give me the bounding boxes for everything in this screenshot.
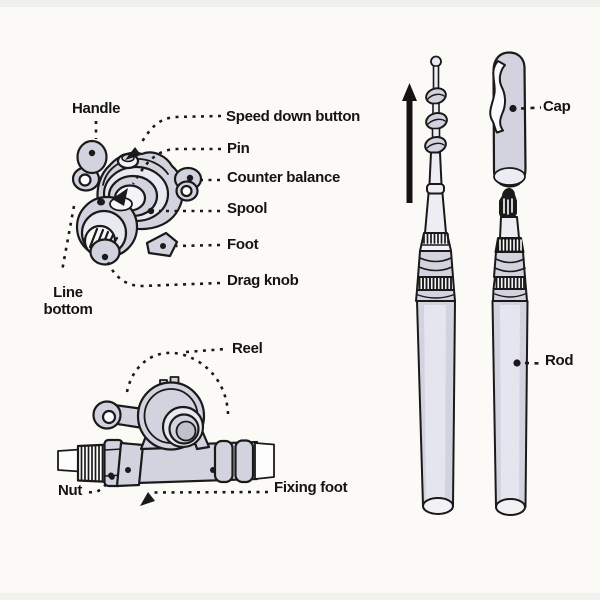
leader-foot: [175, 243, 221, 248]
right-leader-lines: [509, 104, 544, 367]
leader-rod: [524, 361, 544, 365]
leader-line-bottom: [60, 205, 76, 272]
leader-speed-down-button: [139, 114, 222, 144]
speed-down-button-part: [116, 147, 141, 170]
rod-tube-part: [57, 439, 275, 485]
rod-extended-illustration: [415, 55, 456, 515]
label-fixing-foot: Fixing foot: [274, 479, 348, 496]
label-spool: Spool: [227, 200, 268, 217]
cap-clip-shape: [489, 60, 506, 134]
label-counter-balance: Counter balance: [227, 169, 341, 186]
leader-cap: [520, 106, 542, 110]
label-line-bottom-line2: bottom: [43, 301, 93, 318]
handle-part: [71, 139, 108, 192]
up-arrow-icon: [402, 83, 417, 203]
lower-reel-illustration: [57, 376, 275, 488]
leader-drag-knob: [106, 261, 221, 288]
lower-leader-lines: [88, 347, 269, 506]
label-nut: Nut: [58, 482, 83, 499]
counter-balance-part: [173, 166, 203, 202]
leader-reel: [185, 347, 227, 354]
leader-pin: [131, 147, 221, 185]
upper-leader-lines: [60, 114, 222, 288]
label-reel: Reel: [232, 340, 263, 357]
leader-reel-arc: [125, 351, 230, 415]
pin-part: [97, 188, 133, 212]
leader-nut: [88, 479, 111, 494]
drag-knob-part: [75, 195, 139, 266]
label-drag-knob: Drag knob: [227, 272, 299, 289]
label-foot: Foot: [227, 236, 259, 253]
label-line-bottom: Line bottom: [40, 284, 96, 318]
cap-illustration: [489, 51, 527, 188]
reel-part: [92, 376, 206, 451]
upper-reel-illustration: [71, 139, 203, 266]
leader-fixing-foot: [152, 490, 269, 494]
label-pin: Pin: [227, 140, 250, 157]
label-cap: Cap: [543, 98, 571, 115]
label-rod: Rod: [545, 352, 574, 369]
label-speed-down-button: Speed down button: [226, 108, 361, 125]
label-handle: Handle: [72, 100, 121, 117]
rod-closed-illustration: [491, 188, 529, 516]
foot-part: [145, 231, 179, 258]
label-line-bottom-line1: Line: [53, 284, 83, 301]
